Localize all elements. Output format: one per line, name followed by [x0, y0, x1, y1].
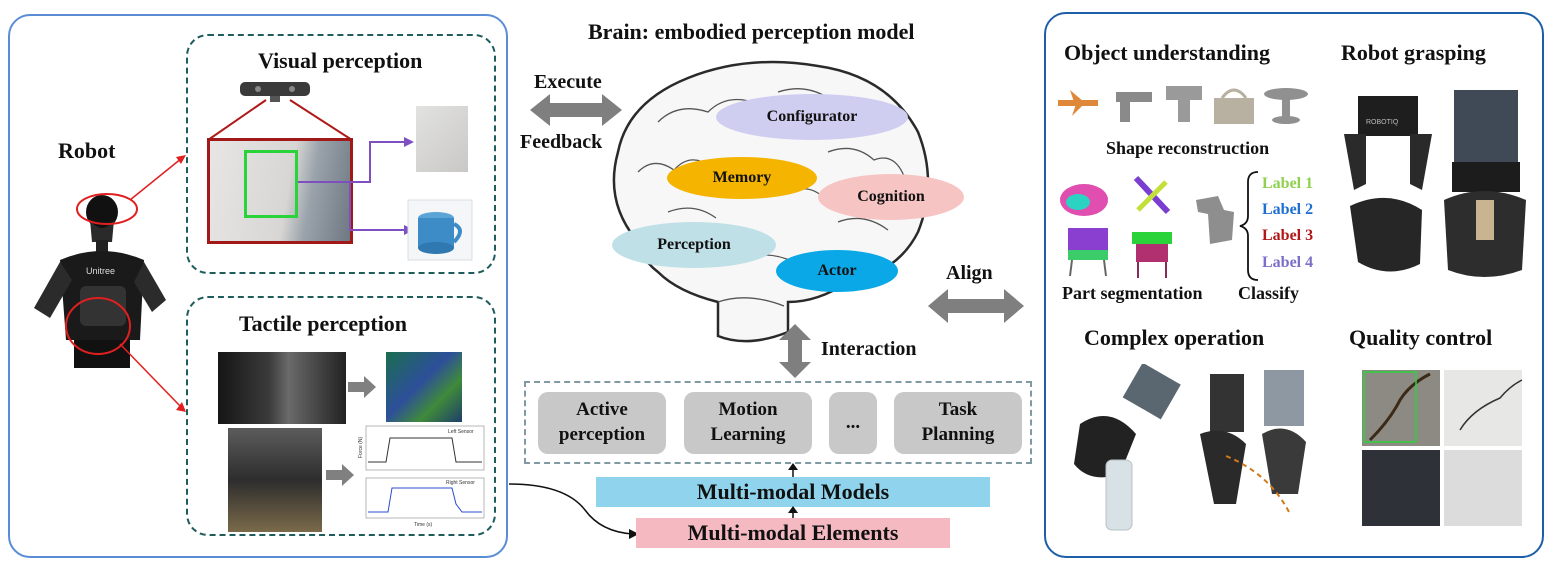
humanoid-robot-image: Unitree	[34, 195, 166, 368]
configurator-module: Configurator	[716, 94, 908, 140]
classify-label-4: Label 4	[1262, 254, 1314, 271]
classify-label: Classify	[1238, 283, 1300, 303]
gripper-brand-text: ROBOTIQ	[1366, 119, 1399, 126]
feedback-label: Feedback	[520, 131, 603, 153]
classify-brace	[1239, 171, 1259, 281]
part-segmentation-label: Part segmentation	[1062, 283, 1203, 303]
robot-label: Robot	[58, 138, 116, 163]
perception-module: Perception	[612, 222, 776, 268]
task-active-perception: Active perception	[538, 392, 666, 454]
align-arrow	[928, 289, 1024, 323]
grasping-cylinder-image	[1440, 90, 1530, 284]
applications-panel	[1044, 12, 1544, 558]
gripper-sensor-image	[228, 428, 322, 532]
tactile-arrow-2	[326, 464, 354, 486]
classify-object-image	[1196, 196, 1234, 244]
crop-arrows	[298, 137, 414, 235]
tasks-box	[524, 381, 1032, 464]
head-highlight-ellipse	[76, 193, 138, 225]
head-to-visual-arrow	[129, 157, 183, 201]
focus-region-box	[244, 150, 298, 218]
camera-frustum-lines	[207, 99, 353, 141]
sensor-y-label: Force (N)	[358, 437, 364, 458]
depth-camera-image	[240, 82, 310, 102]
tactile-imprint-image	[386, 352, 462, 422]
shape-reconstruction-images	[1058, 86, 1308, 124]
visual-perception-title: Visual perception	[258, 48, 423, 73]
complex-operation-title: Complex operation	[1084, 325, 1265, 350]
complex-operation-image	[1050, 364, 1336, 546]
right-sensor-legend: Right Sensor	[446, 480, 475, 486]
robot-grasping-title: Robot grasping	[1341, 40, 1486, 65]
task-planning: Task Planning	[894, 392, 1022, 454]
task-label-line2: Learning	[710, 424, 786, 445]
part-segmentation-images	[1060, 175, 1172, 278]
robot-brand-text: Unitree	[86, 266, 115, 276]
brain-title: Brain: embodied perception model	[588, 19, 915, 44]
camera-view-image	[207, 138, 353, 244]
point-cloud-mug-image	[407, 199, 473, 261]
quality-control-title: Quality control	[1349, 325, 1493, 350]
force-sensor-chart: Left Sensor Right Sensor Time (s) Force …	[358, 425, 485, 528]
execute-label: Execute	[534, 71, 602, 93]
sensor-x-label: Time (s)	[414, 522, 432, 528]
tactile-perception-box	[186, 296, 496, 536]
align-label: Align	[946, 262, 993, 284]
tactile-sensor-image	[218, 352, 346, 424]
classify-label-1: Label 1	[1262, 175, 1314, 192]
body-highlight-ellipse	[65, 297, 131, 355]
robot-highlight-overlay	[65, 155, 186, 412]
object-understanding-title: Object understanding	[1064, 40, 1270, 65]
robotiq-gripper-image: ROBOTIQ	[1336, 94, 1440, 284]
task-motion-learning: Motion Learning	[684, 392, 812, 454]
interaction-label: Interaction	[821, 338, 917, 360]
task-label-line1: Active	[576, 399, 628, 421]
cropped-object-image	[416, 106, 468, 172]
task-ellipsis: ...	[829, 392, 877, 454]
multimodal-elements-bar: Multi-modal Elements	[636, 518, 950, 548]
task-label-line2: perception	[558, 424, 646, 445]
task-label-line1: ...	[845, 411, 861, 433]
memory-module: Memory	[667, 157, 817, 199]
tactile-perception-title: Tactile perception	[239, 311, 408, 336]
visual-perception-box	[186, 34, 496, 274]
task-label-line1: Task	[938, 399, 978, 421]
robot-perception-panel	[8, 14, 508, 558]
body-to-tactile-arrow	[119, 343, 183, 409]
left-to-elements-connector	[508, 483, 639, 539]
shape-reconstruction-label: Shape reconstruction	[1106, 138, 1270, 158]
classify-label-2: Label 2	[1262, 201, 1314, 218]
tactile-arrow-1	[348, 376, 376, 398]
classify-label-3: Label 3	[1262, 227, 1314, 244]
task-label-line1: Motion	[718, 399, 778, 421]
multimodal-models-bar: Multi-modal Models	[596, 477, 990, 507]
left-sensor-legend: Left Sensor	[448, 429, 474, 435]
task-label-line2: Planning	[921, 424, 995, 445]
quality-control-images	[1362, 370, 1523, 526]
interaction-arrow	[779, 324, 811, 378]
execute-feedback-arrow	[530, 94, 622, 126]
cognition-module: Cognition	[818, 174, 964, 220]
actor-module: Actor	[776, 250, 898, 292]
